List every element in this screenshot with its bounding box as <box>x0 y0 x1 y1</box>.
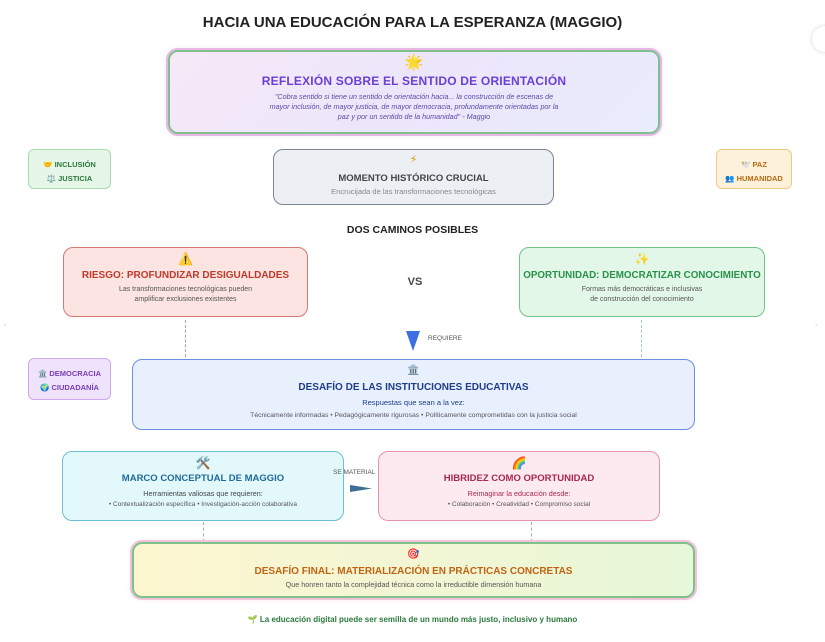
framework-title: MARCO CONCEPTUAL DE MAGGIO <box>121 473 285 484</box>
opportunity-text-line2: de construcción del conocimiento <box>590 296 694 303</box>
hybridity-title: HIBRIDEZ COMO OPORTUNIDAD <box>443 473 595 484</box>
right-arrow-icon <box>350 485 372 492</box>
star-icon: 🌟 <box>404 54 424 71</box>
target-icon: 🎯 <box>407 549 420 560</box>
final-title: DESAFÍO FINAL: MATERIALIZACIÓN EN PRÁCTI… <box>254 566 573 577</box>
right-edge-mark: › <box>815 322 818 329</box>
down-arrow-icon <box>406 331 420 351</box>
institutions-subtitle: Respuestas que sean a la vez: <box>362 398 465 407</box>
warning-icon: ⚠️ <box>178 252 193 266</box>
risk-text-line1: Las transformaciones tecnológicas pueden <box>118 286 253 293</box>
framework-box: 🛠️ MARCO CONCEPTUAL DE MAGGIO Herramient… <box>62 451 344 521</box>
framework-connector-line <box>203 522 204 542</box>
institutions-title: DESAFÍO DE LAS INSTITUCIONES EDUCATIVAS <box>298 382 529 393</box>
institutions-text: Técnicamente informadas • Pedagógicament… <box>250 412 577 419</box>
crucial-title: MOMENTO HISTÓRICO CRUCIAL <box>338 173 489 184</box>
opportunity-title: OPORTUNIDAD: DEMOCRATIZAR CONOCIMIENTO <box>523 270 761 281</box>
final-text: Que honren tanto la complejidad técnica … <box>285 580 542 589</box>
sparkles-icon: ✨ <box>634 252 650 266</box>
reflection-box: 🌟 REFLEXIÓN SOBRE EL SENTIDO DE ORIENTAC… <box>168 50 660 134</box>
framework-subtitle: Herramientas valiosas que requieren: <box>143 489 263 498</box>
hybridity-connector-line <box>531 522 532 542</box>
opportunity-text-line1: Formas más democráticas e inclusivas <box>581 286 703 293</box>
left-edge-mark: ‹ <box>4 322 7 329</box>
institution-icon: 🏛️ <box>407 365 420 376</box>
value-humanity: 👥 HUMANIDAD <box>725 174 783 183</box>
value-inclusion: 🤝 INCLUSIÓN <box>43 160 96 169</box>
risk-connector-line <box>185 320 186 357</box>
reflection-title: REFLEXIÓN SOBRE EL SENTIDO DE ORIENTACIÓ… <box>261 74 567 88</box>
requires-label: REQUIERE <box>428 335 462 342</box>
materializes-label: SE MATERIAL <box>333 469 376 476</box>
final-challenge-box: 🎯 DESAFÍO FINAL: MATERIALIZACIÓN EN PRÁC… <box>132 542 695 598</box>
risk-title: RIESGO: PROFUNDIZAR DESIGUALDADES <box>81 270 290 281</box>
opportunity-connector-line <box>641 320 642 357</box>
value-justice: ⚖️ JUSTICIA <box>46 174 93 183</box>
framework-text: • Contextualización específica • Investi… <box>108 501 298 508</box>
value-citizenship: 🌍 CIUDADANÍA <box>40 383 99 392</box>
reflection-quote: "Cobra sentido si tiene un sentido de or… <box>269 92 559 121</box>
risk-box: ⚠️ RIESGO: PROFUNDIZAR DESIGUALDADES Las… <box>63 247 308 317</box>
edge-control <box>812 26 825 52</box>
hybridity-box: 🌈 HIBRIDEZ COMO OPORTUNIDAD Reimaginar l… <box>378 451 660 521</box>
tools-icon: 🛠️ <box>195 456 211 470</box>
institutions-box: 🏛️ DESAFÍO DE LAS INSTITUCIONES EDUCATIV… <box>132 359 695 430</box>
crucial-moment-box: ⚡ MOMENTO HISTÓRICO CRUCIAL Encrucijada … <box>273 149 554 205</box>
paths-heading: DOS CAMINOS POSIBLES <box>346 224 479 236</box>
lightning-icon: ⚡ <box>409 154 418 166</box>
opportunity-box: ✨ OPORTUNIDAD: DEMOCRATIZAR CONOCIMIENTO… <box>519 247 765 317</box>
hybridity-text: • Colaboración • Creatividad • Compromis… <box>447 501 591 508</box>
footer-message: 🌱 La educación digital puede ser semilla… <box>247 615 578 624</box>
value-democracy: 🏛️ DEMOCRACIA <box>37 369 102 378</box>
values-democracy-citizenship: 🏛️ DEMOCRACIA 🌍 CIUDADANÍA <box>28 358 111 400</box>
value-peace: 🕊️ PAZ <box>741 160 767 169</box>
values-peace-humanity: 🕊️ PAZ 👥 HUMANIDAD <box>716 149 792 189</box>
hybridity-subtitle: Reimaginar la educación desde: <box>467 489 571 498</box>
versus-label: VS <box>407 276 423 288</box>
values-inclusion-justice: 🤝 INCLUSIÓN ⚖️ JUSTICIA <box>28 149 111 189</box>
rainbow-icon: 🌈 <box>511 456 527 470</box>
risk-text-line2: amplificar exclusiones existentes <box>134 296 237 303</box>
crucial-text: Encrucijada de las transformaciones tecn… <box>331 187 496 196</box>
diagram-title: HACIA UNA EDUCACIÓN PARA LA ESPERANZA (M… <box>202 14 623 31</box>
